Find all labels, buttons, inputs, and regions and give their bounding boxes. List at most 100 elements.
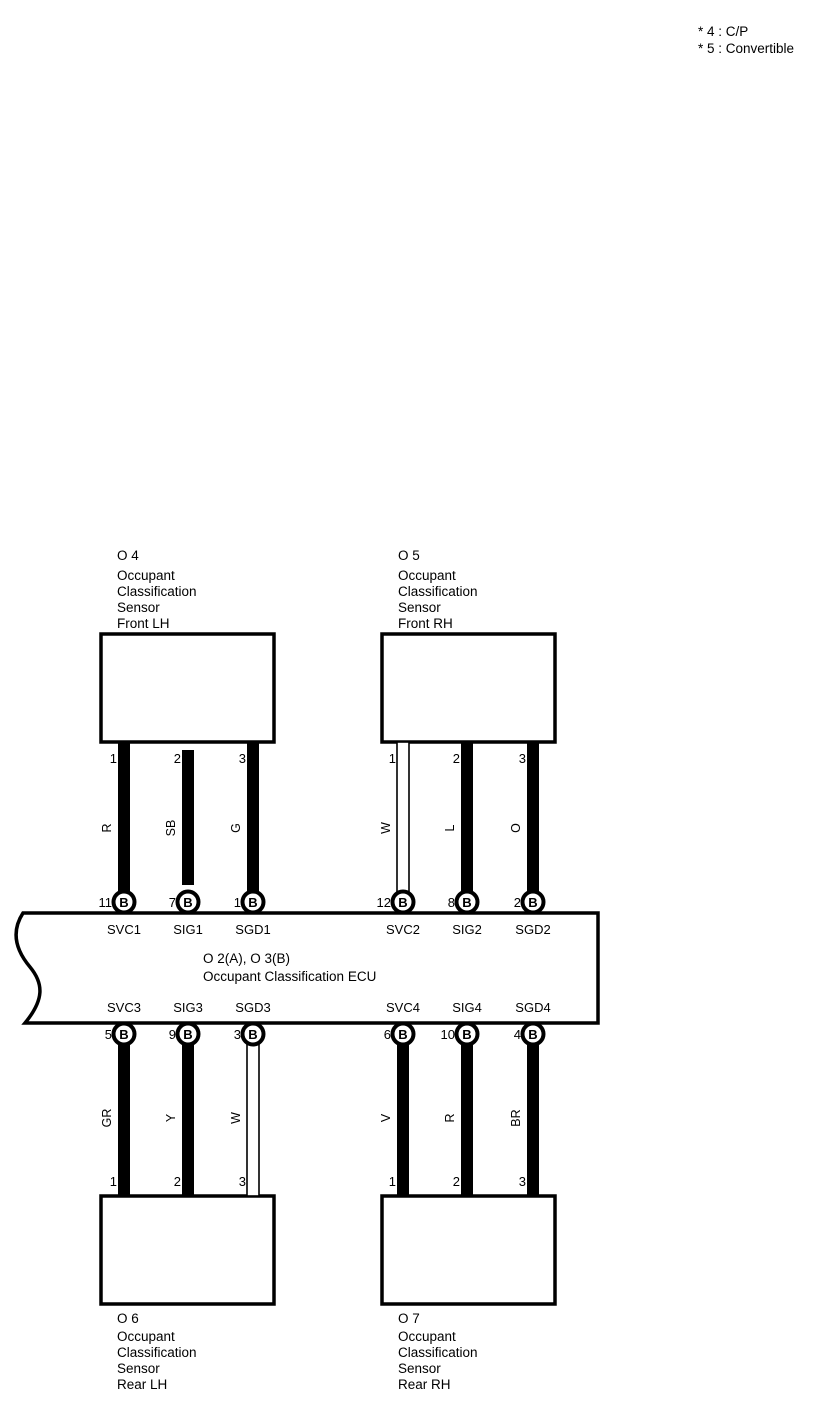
ecu-pin-svc4: 6 bbox=[384, 1027, 391, 1042]
front-lh-line: Classification bbox=[117, 584, 197, 599]
terminal-sgd4: SGD4 bbox=[515, 1000, 550, 1015]
wire-color-sgd3: W bbox=[229, 1112, 243, 1124]
sensor-pin-sgd3: 3 bbox=[239, 1174, 246, 1189]
wire-color-sgd4: BR bbox=[509, 1109, 523, 1126]
rear-lh-line: Rear LH bbox=[117, 1377, 167, 1392]
wire-color-sig1: SB bbox=[164, 820, 178, 837]
connector-tag-sig3: B bbox=[183, 1027, 192, 1042]
sensor-pin-sig3: 2 bbox=[174, 1174, 181, 1189]
sensor-pin-sig4: 2 bbox=[453, 1174, 460, 1189]
wire-color-sgd1: G bbox=[229, 823, 243, 833]
front-rh-line: Front RH bbox=[398, 616, 453, 631]
ecu-pin-svc1: 11 bbox=[99, 895, 113, 910]
wire-svc2 bbox=[396, 741, 410, 914]
connector-tag-sgd4: B bbox=[528, 1027, 537, 1042]
connector-sgd4 bbox=[520, 1021, 546, 1047]
ecu-id: O 2(A), O 3(B) bbox=[203, 951, 290, 966]
connector-tag-svc1: B bbox=[119, 895, 128, 910]
connector-tag-sgd2: B bbox=[528, 895, 537, 910]
sensor-front-rh: O 5 Occupant Classification Sensor Front… bbox=[380, 548, 557, 744]
sensor-rear-lh: O 6 Occupant Classification Sensor Rear … bbox=[99, 1194, 276, 1392]
front-lh-sensor-box bbox=[99, 632, 276, 744]
sensor-pin-svc4: 1 bbox=[389, 1174, 396, 1189]
terminal-svc3: SVC3 bbox=[107, 1000, 141, 1015]
connector-tag-svc4: B bbox=[398, 1027, 407, 1042]
ecu-pin-svc3: 5 bbox=[105, 1027, 112, 1042]
terminal-svc4: SVC4 bbox=[386, 1000, 420, 1015]
sensor-rear-rh: O 7 Occupant Classification Sensor Rear … bbox=[380, 1194, 557, 1392]
terminal-sig4: SIG4 bbox=[452, 1000, 482, 1015]
note-c-p: * 4 : C/P bbox=[698, 24, 748, 39]
wire-sgd2 bbox=[527, 742, 539, 913]
ecu-pin-sgd4: 4 bbox=[514, 1027, 521, 1042]
connector-tag-sig2: B bbox=[462, 895, 471, 910]
wire-svc1 bbox=[118, 742, 130, 913]
front-rh-id: O 5 bbox=[398, 548, 420, 563]
terminal-sig1: SIG1 bbox=[173, 922, 203, 937]
wire-sig1 bbox=[182, 750, 194, 885]
wire-color-svc1: R bbox=[100, 823, 114, 832]
wire-color-svc4: V bbox=[379, 1113, 393, 1122]
front-rh-line: Classification bbox=[398, 584, 478, 599]
front-lh-line: Front LH bbox=[117, 616, 170, 631]
rear-rh-line: Classification bbox=[398, 1345, 478, 1360]
rear-lh-sensor-box bbox=[99, 1194, 276, 1306]
front-lh-line: Sensor bbox=[117, 600, 160, 615]
connector-tag-svc2: B bbox=[398, 895, 407, 910]
connector-tag-sgd1: B bbox=[248, 895, 257, 910]
wire-color-svc2: W bbox=[379, 822, 393, 834]
terminal-sgd1: SGD1 bbox=[235, 922, 270, 937]
sensor-pin-sig1: 2 bbox=[174, 751, 181, 766]
sensor-pin-svc1: 1 bbox=[110, 751, 117, 766]
sensor-front-lh: O 4 Occupant Classification Sensor Front… bbox=[99, 548, 276, 744]
connector-tag-sig4: B bbox=[462, 1027, 471, 1042]
rear-lh-id: O 6 bbox=[117, 1311, 139, 1326]
wire-color-svc3: GR bbox=[100, 1109, 114, 1128]
ecu-pin-sig4: 10 bbox=[441, 1027, 455, 1042]
ecu-box bbox=[14, 911, 600, 1025]
connector-svc1 bbox=[111, 889, 137, 915]
terminal-sig3: SIG3 bbox=[173, 1000, 203, 1015]
sensor-pin-sgd4: 3 bbox=[519, 1174, 526, 1189]
wire-color-sig4: R bbox=[443, 1113, 457, 1122]
ecu-pin-sig3: 9 bbox=[169, 1027, 176, 1042]
wire-sgd4 bbox=[527, 1023, 539, 1196]
rear-rh-line: Occupant bbox=[398, 1329, 456, 1344]
rear-rh-line: Rear RH bbox=[398, 1377, 451, 1392]
connector-tag-svc3: B bbox=[119, 1027, 128, 1042]
ecu-pin-sgd2: 2 bbox=[514, 895, 521, 910]
wire-svc3 bbox=[118, 1023, 130, 1196]
wire-sig3 bbox=[182, 1023, 194, 1196]
wire-sig2 bbox=[461, 742, 473, 913]
ecu-pin-sgd1: 1 bbox=[234, 895, 241, 910]
connector-svc2 bbox=[390, 889, 416, 915]
terminal-sig2: SIG2 bbox=[452, 922, 482, 937]
wire-color-sgd2: O bbox=[509, 823, 523, 833]
sensor-pin-svc3: 1 bbox=[110, 1174, 117, 1189]
wire-color-sig3: Y bbox=[164, 1113, 178, 1122]
connector-sig1 bbox=[175, 889, 201, 915]
ecu-name: Occupant Classification ECU bbox=[203, 969, 376, 984]
ecu-pin-sgd3: 3 bbox=[234, 1027, 241, 1042]
connector-sgd1 bbox=[240, 889, 266, 915]
wire-sgd1 bbox=[247, 742, 259, 913]
ecu-block: O 2(A), O 3(B) Occupant Classification E… bbox=[14, 911, 600, 1025]
connector-sig4 bbox=[454, 1021, 480, 1047]
terminal-sgd3: SGD3 bbox=[235, 1000, 270, 1015]
front-rh-sensor-box bbox=[380, 632, 557, 744]
sensor-pin-sgd1: 3 bbox=[239, 751, 246, 766]
sensor-pin-svc2: 1 bbox=[389, 751, 396, 766]
connector-svc4 bbox=[390, 1021, 416, 1047]
connector-sgd2 bbox=[520, 889, 546, 915]
connector-sig2 bbox=[454, 889, 480, 915]
connector-sgd3 bbox=[240, 1021, 266, 1047]
connector-sig3 bbox=[175, 1021, 201, 1047]
wire-sig4 bbox=[461, 1023, 473, 1196]
rear-rh-sensor-box bbox=[380, 1194, 557, 1306]
wire-color-sig2: L bbox=[443, 824, 457, 831]
sensor-pin-sig2: 2 bbox=[453, 751, 460, 766]
ecu-pin-svc2: 12 bbox=[377, 895, 391, 910]
rear-lh-line: Sensor bbox=[117, 1361, 160, 1376]
wire-sgd3 bbox=[246, 1022, 260, 1197]
